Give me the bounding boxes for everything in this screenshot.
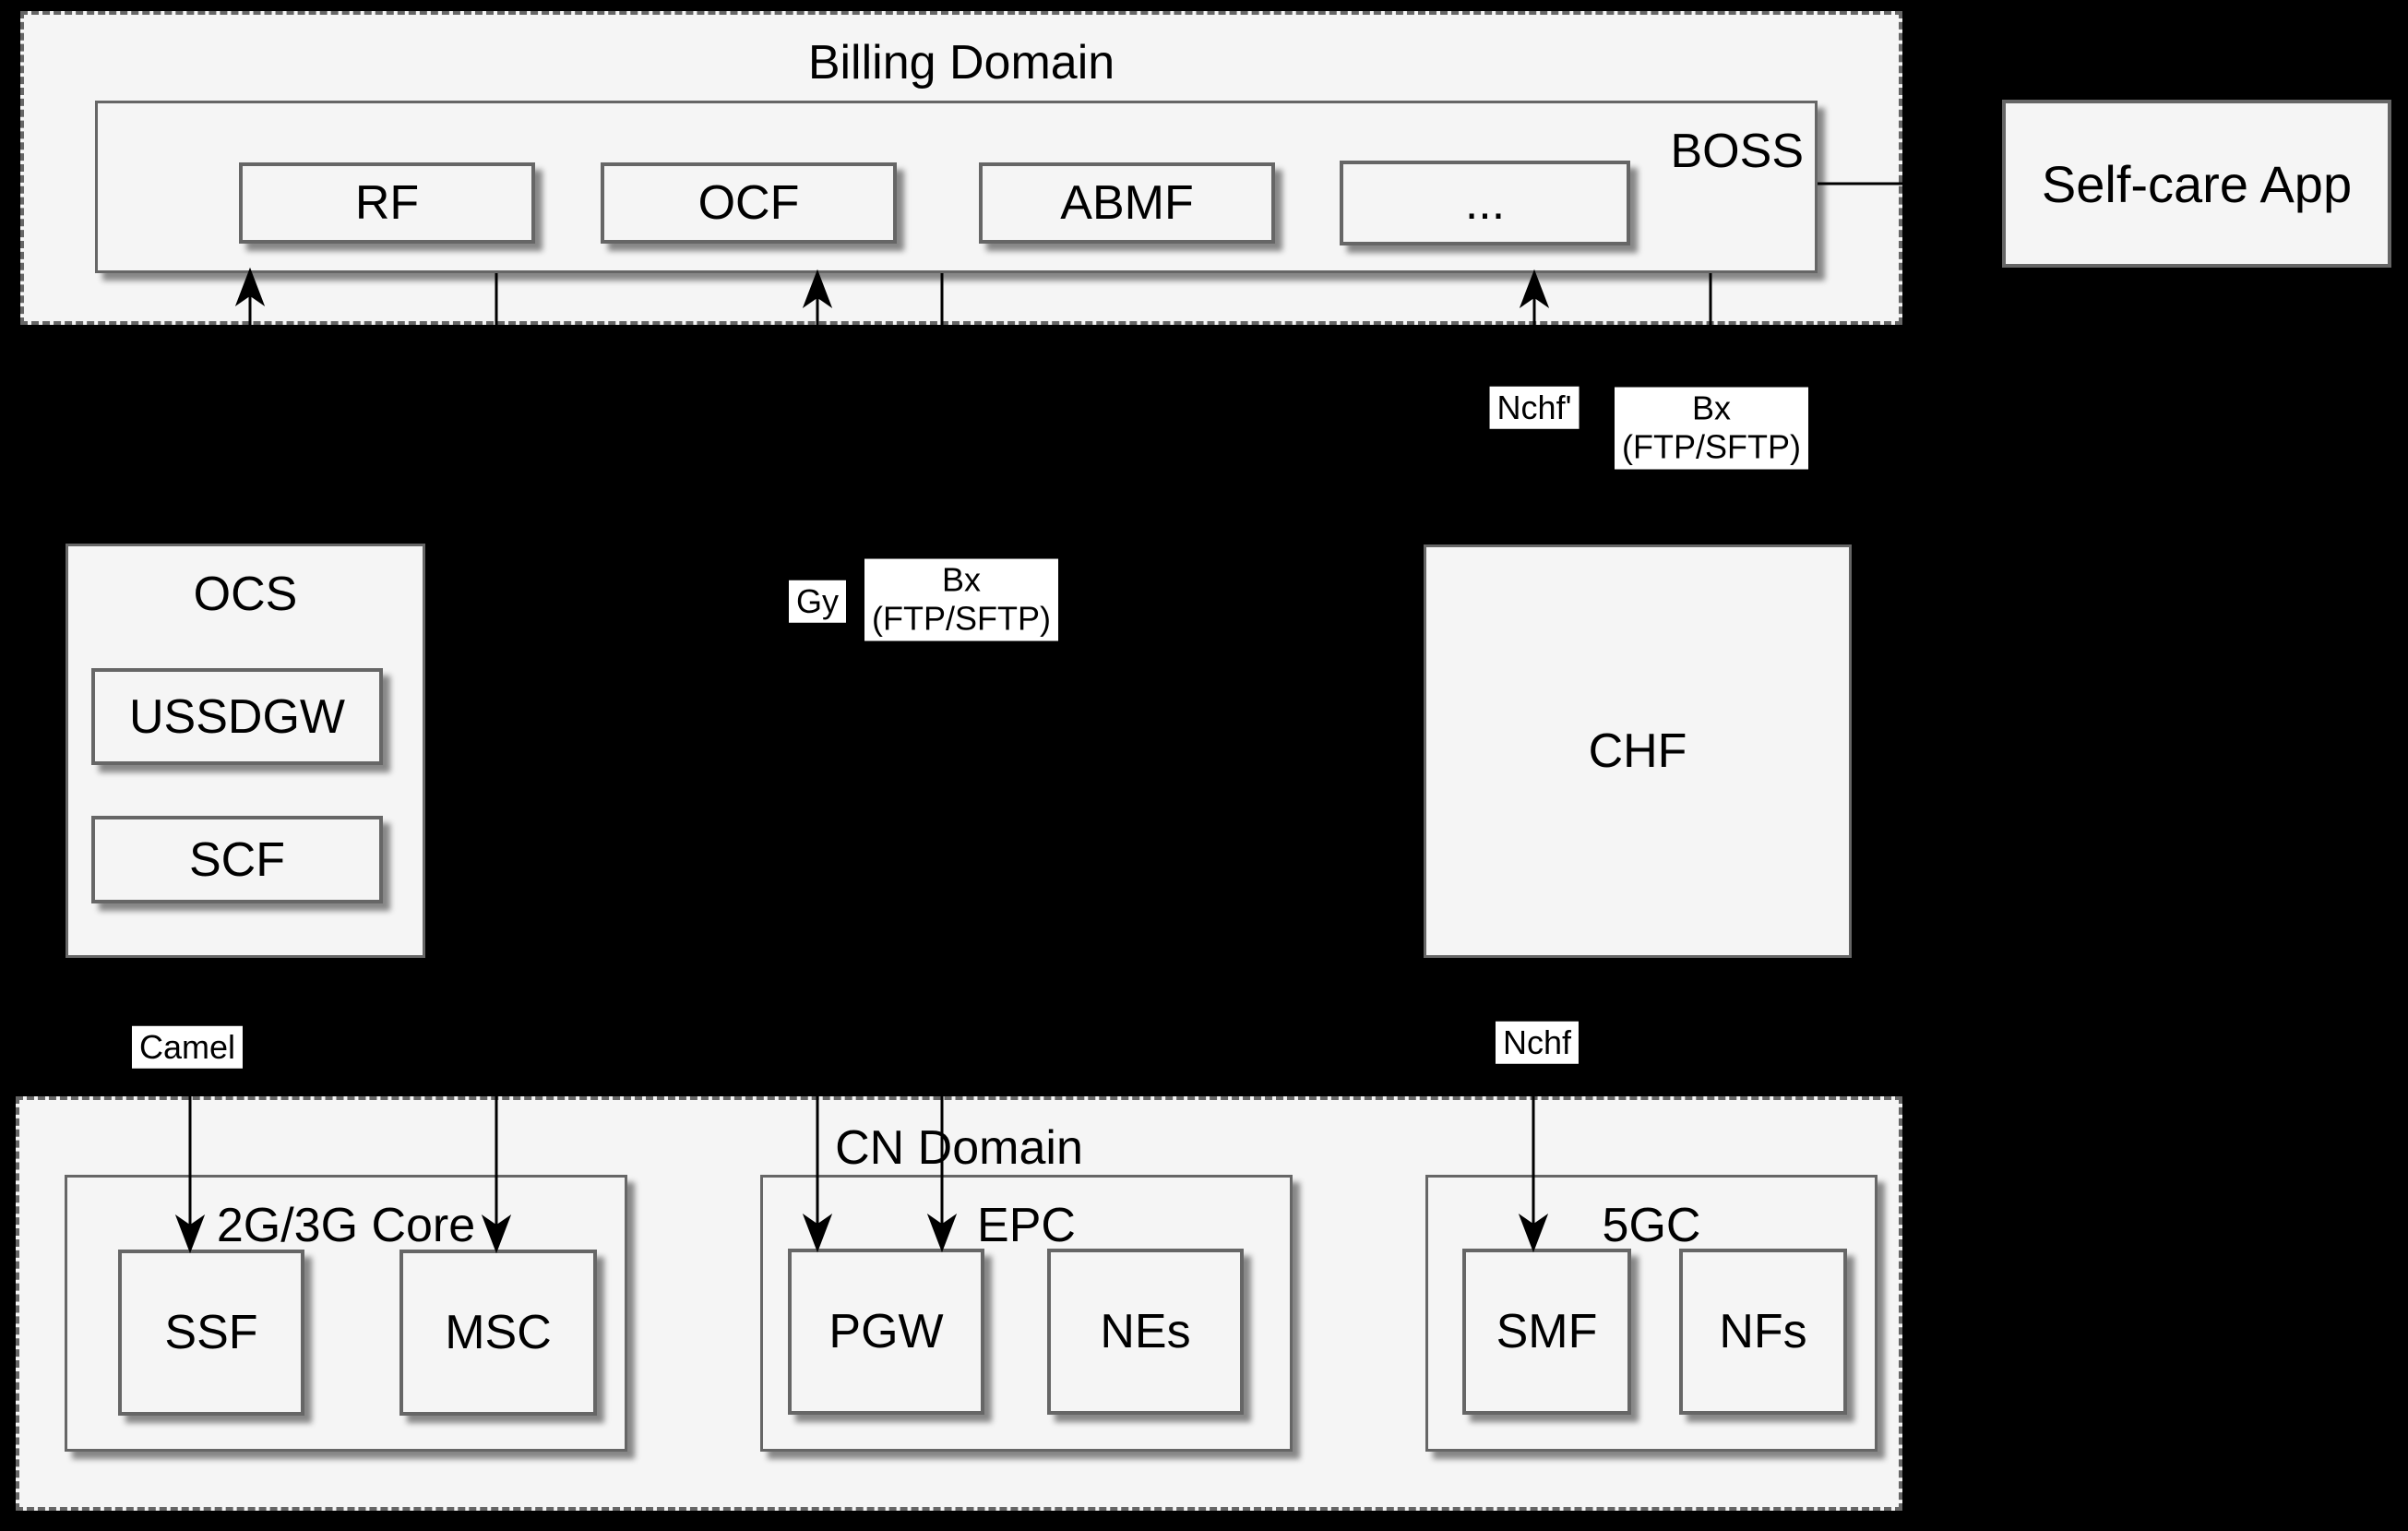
ussdgw-box: USSDGW — [91, 668, 383, 765]
billing-domain-title: Billing Domain — [807, 36, 1115, 90]
interface-label-bx-chf: Bx (FTP/SFTP) — [1615, 387, 1808, 470]
ocs-title: OCS — [193, 568, 298, 621]
abmf-label: ABMF — [1060, 176, 1194, 230]
ellipsis-box: ... — [1340, 161, 1630, 245]
interface-label-bx-chf-line1: Bx — [1691, 389, 1732, 427]
pgw-box: PGW — [788, 1249, 984, 1415]
interface-label-nchf: Nchf — [1495, 1021, 1580, 1065]
ocf-box: OCF — [601, 162, 897, 244]
interface-label-bx-chf-line2: (FTP/SFTP) — [1622, 428, 1801, 466]
self-care-app-label: Self-care App — [2041, 154, 2353, 213]
ellipsis-label: ... — [1464, 176, 1506, 230]
ssf-label: SSF — [164, 1306, 258, 1359]
ussdgw-label: USSDGW — [129, 689, 345, 744]
cn-domain-title: CN Domain — [835, 1121, 1083, 1175]
smf-box: SMF — [1462, 1249, 1631, 1415]
ssf-box: SSF — [118, 1250, 304, 1416]
nes-box: NEs — [1047, 1249, 1244, 1415]
msc-box: MSC — [399, 1250, 597, 1416]
5gc-title: 5GC — [1602, 1199, 1701, 1252]
nfs-box: NFs — [1679, 1249, 1847, 1415]
msc-label: MSC — [445, 1306, 552, 1359]
interface-label-camel: Camel — [131, 1025, 244, 1070]
interface-label-gy: Gy — [788, 580, 847, 624]
chf-label: CHF — [1588, 724, 1687, 778]
abmf-box: ABMF — [979, 162, 1275, 244]
chf-box: CHF — [1424, 544, 1852, 958]
interface-label-bx-pgw: Bx (FTP/SFTP) — [864, 558, 1058, 641]
2g3g-core-title: 2G/3G Core — [216, 1199, 476, 1252]
interface-label-nchf-prime: Nchf' — [1489, 386, 1580, 430]
ocf-label: OCF — [697, 176, 800, 230]
interface-label-bx-pgw-line1: Bx — [941, 560, 982, 599]
rf-box: RF — [239, 162, 535, 244]
scf-box: SCF — [91, 816, 383, 903]
scf-label: SCF — [189, 832, 285, 887]
nfs-label: NFs — [1719, 1305, 1807, 1358]
nes-label: NEs — [1100, 1305, 1191, 1358]
pgw-label: PGW — [828, 1305, 944, 1358]
interface-label-bx-pgw-line2: (FTP/SFTP) — [872, 600, 1051, 638]
rf-label: RF — [354, 176, 420, 230]
boss-label: BOSS — [1670, 125, 1805, 178]
smf-label: SMF — [1496, 1305, 1598, 1358]
epc-title: EPC — [977, 1199, 1076, 1252]
self-care-app-box: Self-care App — [2002, 100, 2391, 268]
